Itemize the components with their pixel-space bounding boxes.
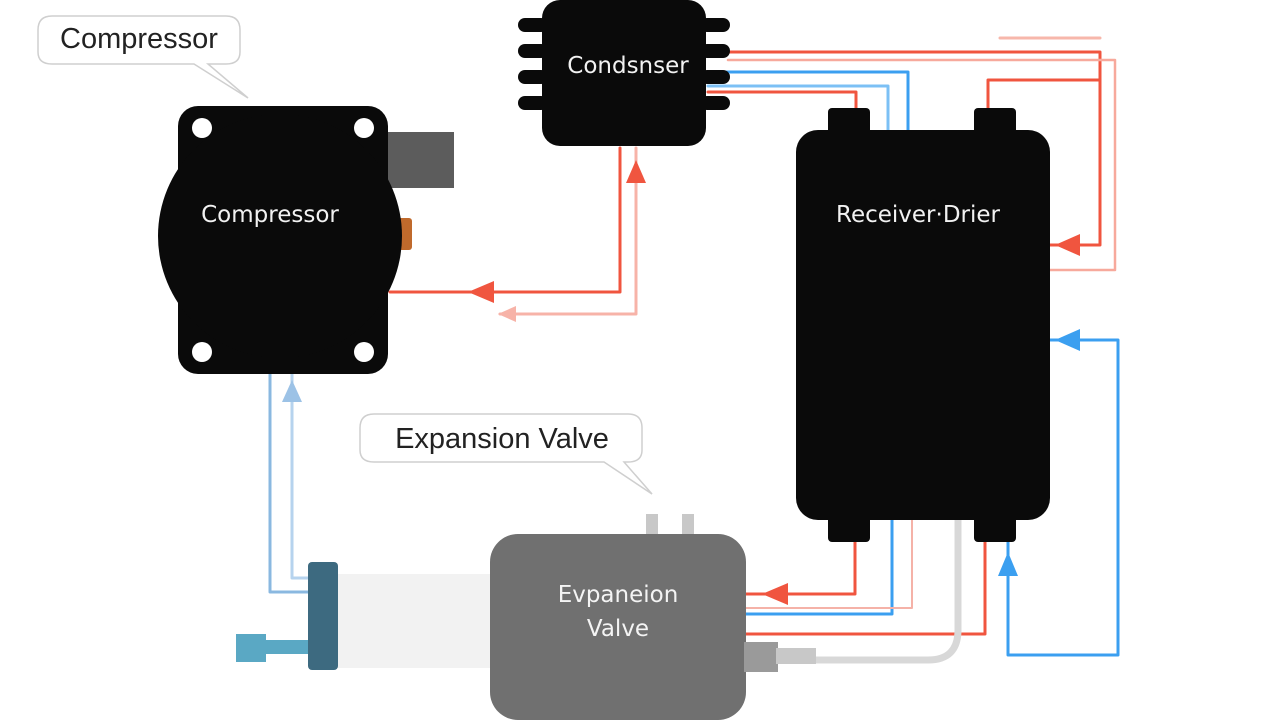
valve-body [490, 534, 746, 720]
pipe-condenser-to-receiver-red-2 [726, 58, 1117, 272]
condenser-body [542, 0, 706, 146]
valve-outlet-pipe [776, 648, 816, 664]
pipe-condenser-to-compressor-faint [498, 146, 638, 316]
condenser-label: Condsnser [567, 53, 689, 79]
arrow-into-compressor [468, 281, 494, 303]
pipe-condenser-blue-2 [706, 84, 890, 132]
pipe-receiver-to-valve-pink [744, 519, 913, 609]
callout-compressor: Compressor [37, 15, 249, 99]
valve-label-line2: Valve [587, 616, 649, 642]
pipe-compressor-to-drier-blue [268, 368, 312, 594]
pipe-condenser-blue-1 [706, 70, 910, 132]
compressor-outlet-block [388, 132, 454, 188]
valve-outlet-fitting [744, 642, 778, 672]
valve-stud-left [646, 514, 658, 538]
compressor-unit: Compressor [158, 106, 454, 374]
valve-stud-right [682, 514, 694, 538]
callout-compressor-text: Compressor [60, 23, 218, 55]
callout-expansion-valve-text: Expansion Valve [395, 423, 609, 455]
callout-expansion-valve: Expansion Valve [359, 413, 653, 495]
condenser-fins-right [700, 18, 730, 110]
filter-end-cap [308, 562, 338, 670]
receiver-drier-body [796, 130, 1050, 520]
bolt-hole-top-right [354, 118, 374, 138]
arrow-up-compressor-blue [282, 380, 302, 402]
condenser-fins-left [518, 18, 548, 110]
expansion-valve-unit: Evpaneion Valve [490, 514, 816, 720]
arrow-into-receiver-red [1055, 234, 1080, 256]
filter-inlet-pipe [236, 634, 266, 662]
pipe-receiver-to-valve-grey [756, 516, 962, 664]
callout-compressor-bubble [37, 15, 249, 99]
pipe-receiver-to-valve-red [743, 538, 857, 596]
pipe-receiver-to-valve-red-2 [743, 538, 987, 636]
filter-inlet-nozzle [262, 640, 312, 654]
compressor-body [158, 114, 402, 358]
bolt-hole-top-left [192, 118, 212, 138]
arrow-faint-condenser [498, 306, 516, 322]
bolt-hole-bottom-right [354, 342, 374, 362]
pipe-compressor-to-drier-blue-2 [290, 370, 312, 580]
condenser-unit: Condsnser [518, 0, 730, 146]
valve-label-line1: Evpaneion [558, 582, 679, 608]
callout-expansion-valve-bubble [359, 413, 653, 495]
arrow-up-receiver-blue [998, 552, 1018, 576]
pipe-receiver-right-blue [1006, 338, 1120, 657]
bolt-hole-bottom-left [192, 342, 212, 362]
arrow-into-receiver-blue [1055, 329, 1080, 351]
pipe-condenser-red-3 [706, 90, 858, 112]
filter-drier-unit [236, 562, 500, 670]
receiver-drier-label: Receiver·Drier [836, 202, 1001, 228]
pipe-receiver-top-red [986, 78, 1102, 112]
receiver-drier-unit: Receiver·Drier [796, 108, 1050, 542]
pipe-receiver-to-valve-blue [743, 518, 894, 616]
compressor-label: Compressor [201, 202, 339, 228]
pipe-condenser-to-compressor [388, 146, 622, 294]
pipes [268, 36, 1120, 664]
filter-cylinder [330, 574, 500, 668]
arrow-into-valve-red [762, 583, 788, 605]
flow-arrows [282, 160, 1080, 605]
arrow-up-condenser [626, 160, 646, 183]
